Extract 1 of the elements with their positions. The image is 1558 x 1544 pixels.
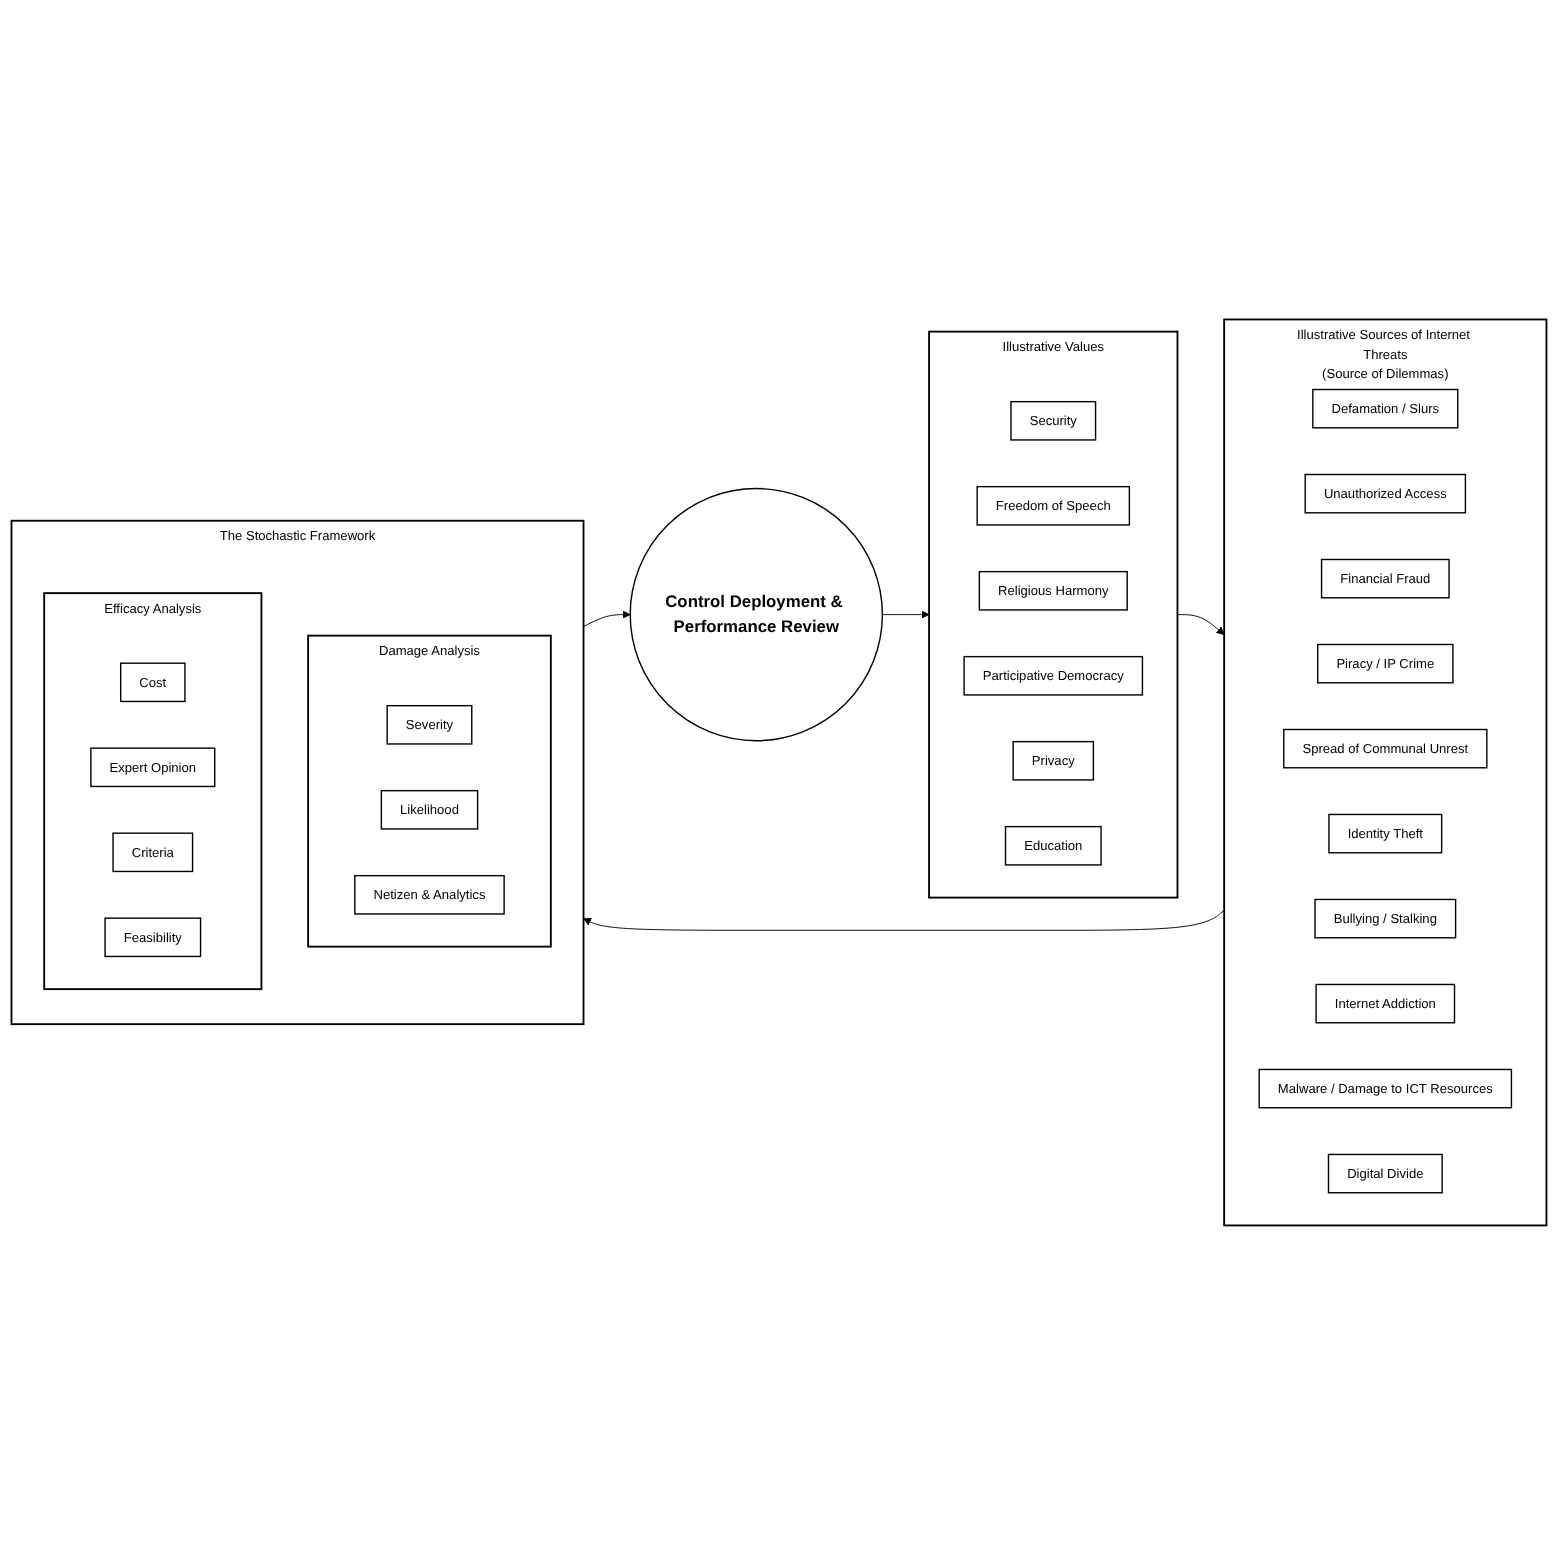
node-circle: Control Deployment & Performance Review bbox=[629, 487, 884, 741]
